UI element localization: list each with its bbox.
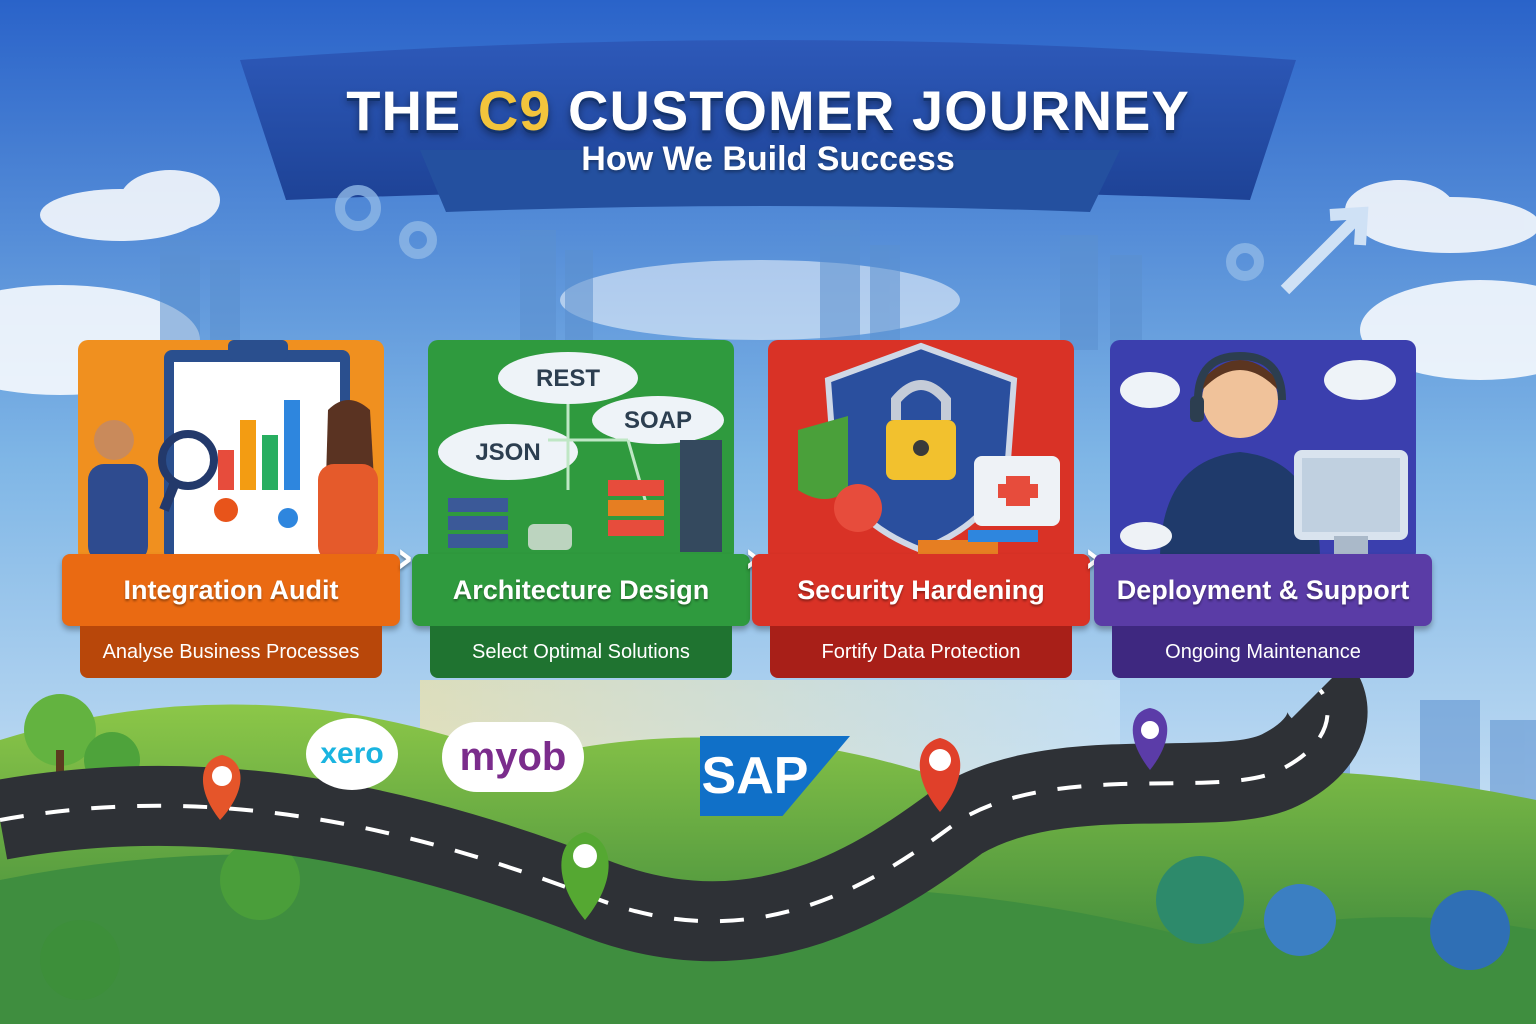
stage-card-security-hardening: Security Hardening Fortify Data Protecti… (752, 322, 1090, 688)
tag-json: JSON (475, 439, 540, 466)
map-pins (202, 708, 1168, 920)
support-agent-icon (1110, 340, 1416, 562)
subtitle-banner (420, 150, 1120, 212)
shield-lock-icon (768, 340, 1074, 562)
page-subtitle: How We Build Success (581, 140, 955, 178)
stage-label-ribbon: Deployment & Support (1094, 554, 1432, 626)
map-pin-orange-icon (202, 755, 241, 820)
gear-decor (335, 185, 1264, 281)
stage-label-ribbon: Architecture Design (412, 554, 750, 626)
tag-rest: REST (536, 365, 600, 392)
stage-sub-ribbon: Analyse Business Processes (80, 626, 382, 678)
stage-sublabel: Fortify Data Protection (821, 640, 1021, 663)
stage-label: Architecture Design (452, 574, 710, 605)
network-cloud-icon: REST SOAP JSON (428, 340, 734, 562)
stage-sub-ribbon: Fortify Data Protection (770, 626, 1072, 678)
trees (24, 694, 1510, 1000)
stage-sublabel: Analyse Business Processes (102, 640, 360, 663)
stage-sublabel: Ongoing Maintenance (1165, 640, 1361, 663)
page-title: THE C9 CUSTOMER JOURNEY (250, 78, 1286, 143)
arrow-decor (1280, 206, 1369, 295)
stage-card-integration-audit: Integration Audit Analyse Business Proce… (62, 322, 400, 688)
map-pin-purple-icon (1132, 708, 1168, 770)
stage-sub-ribbon: Ongoing Maintenance (1112, 626, 1414, 678)
stage-label-ribbon: Integration Audit (62, 554, 400, 626)
road-dashes (0, 688, 1330, 924)
chevron-right-icon: › (396, 532, 415, 583)
stage-card-architecture-design: REST SOAP JSON Architecture Design Selec… (412, 322, 750, 688)
stage-sub-ribbon: Select Optimal Solutions (430, 626, 732, 678)
stage-label: Security Hardening (797, 574, 1045, 605)
xero-logo: xero (306, 718, 398, 790)
magnifier-chart-icon (78, 340, 384, 562)
stage-label: Integration Audit (123, 574, 339, 605)
stage-label: Deployment & Support (1116, 574, 1410, 605)
tag-soap: SOAP (624, 407, 692, 434)
map-pin-green-icon (561, 832, 609, 920)
map-pin-red-icon (919, 738, 961, 812)
stage-card-deployment-support: Deployment & Support Ongoing Maintenance (1094, 322, 1432, 688)
stage-sublabel: Select Optimal Solutions (472, 640, 690, 663)
title-accent: C9 (477, 79, 552, 142)
myob-logo: myob (442, 722, 584, 792)
title-prefix: THE (346, 79, 478, 142)
title-suffix: CUSTOMER JOURNEY (551, 79, 1190, 142)
stage-label-ribbon: Security Hardening (752, 554, 1090, 626)
